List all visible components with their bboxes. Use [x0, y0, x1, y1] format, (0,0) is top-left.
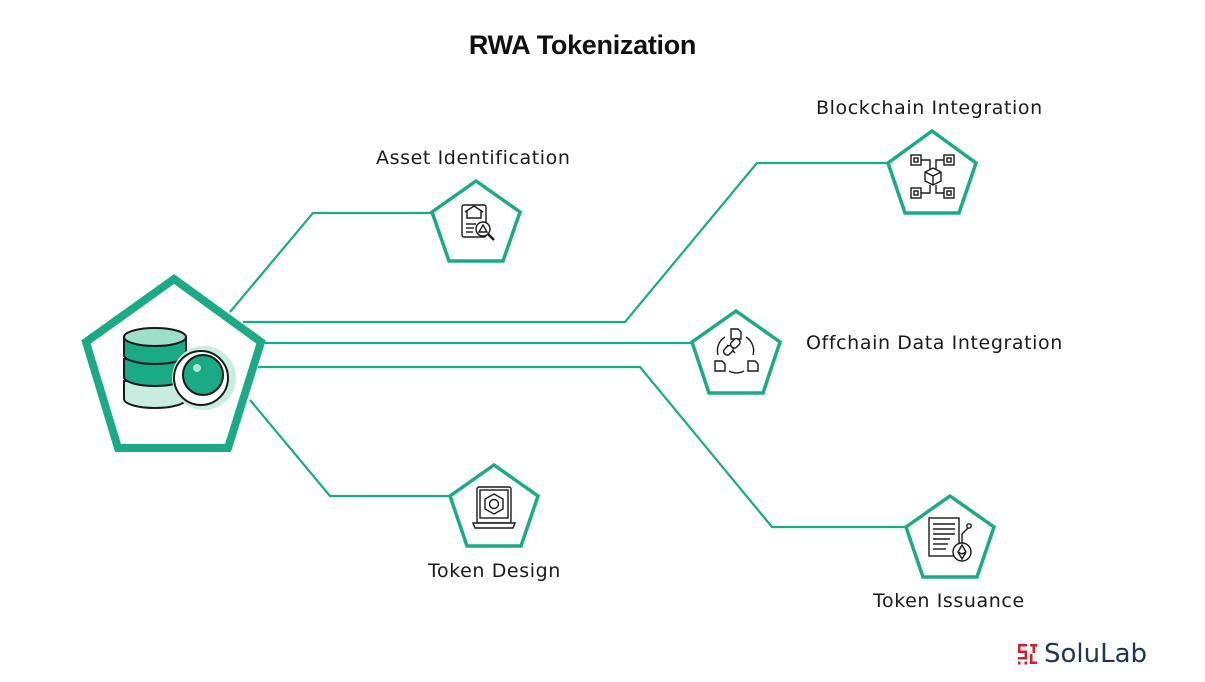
label-token-design: Token Design	[428, 560, 561, 582]
data-link-cycle-icon	[714, 328, 759, 374]
diagram-title: RWA Tokenization	[468, 30, 697, 60]
ethereum-document-icon	[928, 517, 972, 562]
database-coin-icon	[123, 327, 236, 410]
label-blockchain-integration: Blockchain Integration	[816, 97, 1043, 119]
connector-token-issuance	[258, 365, 907, 529]
document-search-icon	[461, 204, 495, 241]
connector-token-design	[249, 399, 451, 498]
label-asset-identification: Asset Identification	[376, 147, 571, 169]
label-token-issuance: Token Issuance	[873, 590, 1025, 612]
connector-asset-identification	[229, 211, 433, 313]
step-offchain-data-integration	[689, 308, 783, 395]
brand-logo: SoluLab	[1016, 636, 1147, 672]
laptop-token-icon	[471, 486, 517, 529]
blockchain-network-icon	[910, 154, 955, 199]
step-token-issuance	[903, 493, 997, 579]
solulab-logo-icon	[1018, 644, 1037, 665]
label-offchain-data-integration: Offchain Data Integration	[806, 332, 1063, 354]
connector-blockchain-integration	[243, 161, 889, 324]
step-token-design	[447, 462, 541, 548]
step-pentagon	[689, 308, 783, 395]
step-asset-identification	[429, 178, 523, 263]
hub-node	[81, 274, 266, 452]
brand-name: SoluLab	[1044, 639, 1148, 669]
step-blockchain-integration	[885, 128, 979, 215]
